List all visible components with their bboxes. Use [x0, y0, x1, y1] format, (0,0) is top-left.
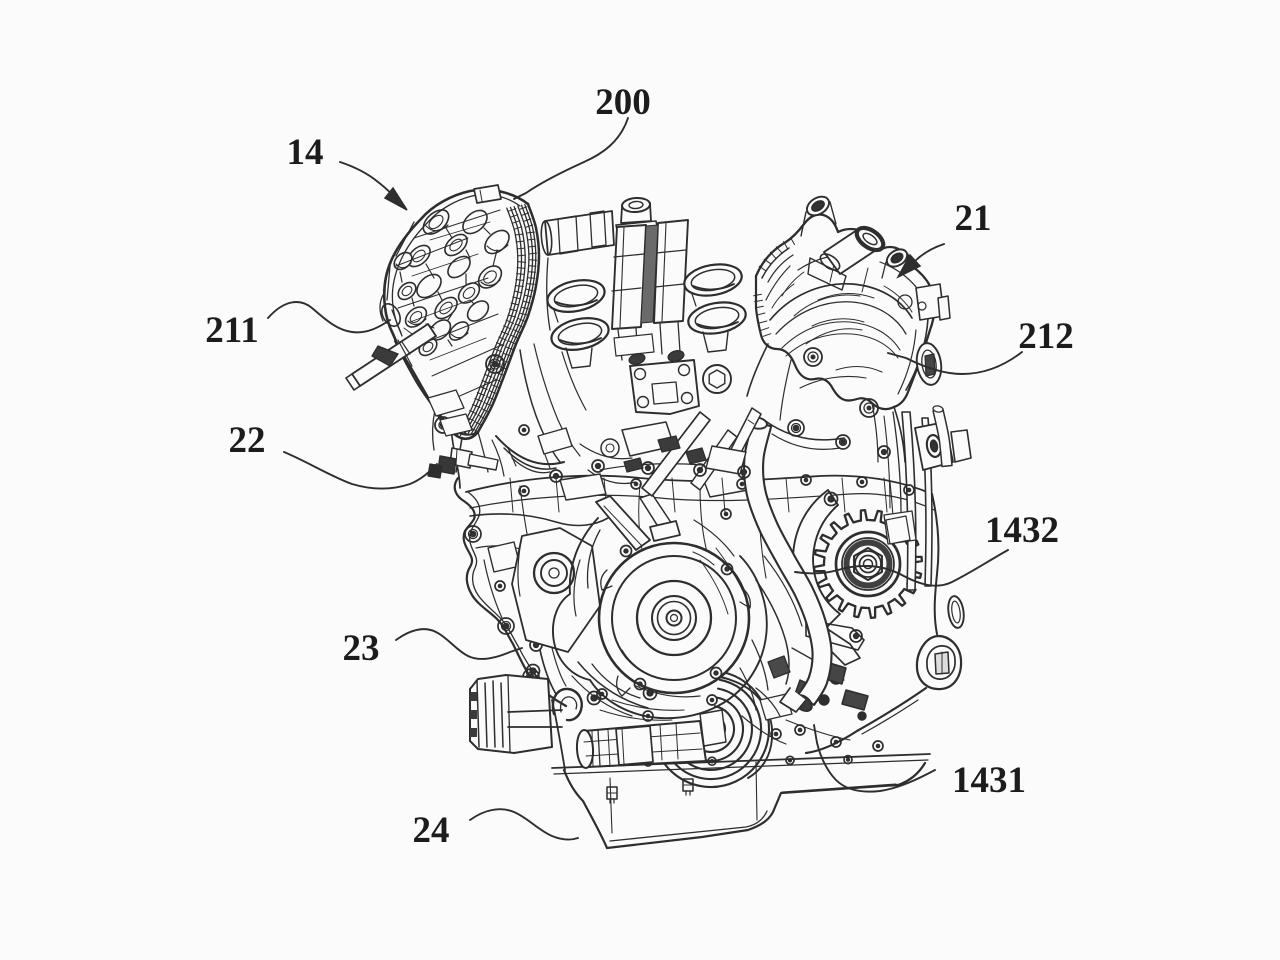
svg-text:14: 14 — [287, 132, 324, 173]
svg-text:21: 21 — [955, 198, 992, 239]
svg-text:23: 23 — [343, 628, 380, 669]
svg-text:1431: 1431 — [952, 760, 1026, 801]
svg-text:211: 211 — [205, 310, 258, 351]
svg-text:1432: 1432 — [985, 510, 1059, 551]
svg-text:24: 24 — [413, 810, 450, 851]
svg-text:212: 212 — [1018, 316, 1074, 357]
svg-text:200: 200 — [595, 82, 651, 123]
svg-text:22: 22 — [229, 420, 266, 461]
